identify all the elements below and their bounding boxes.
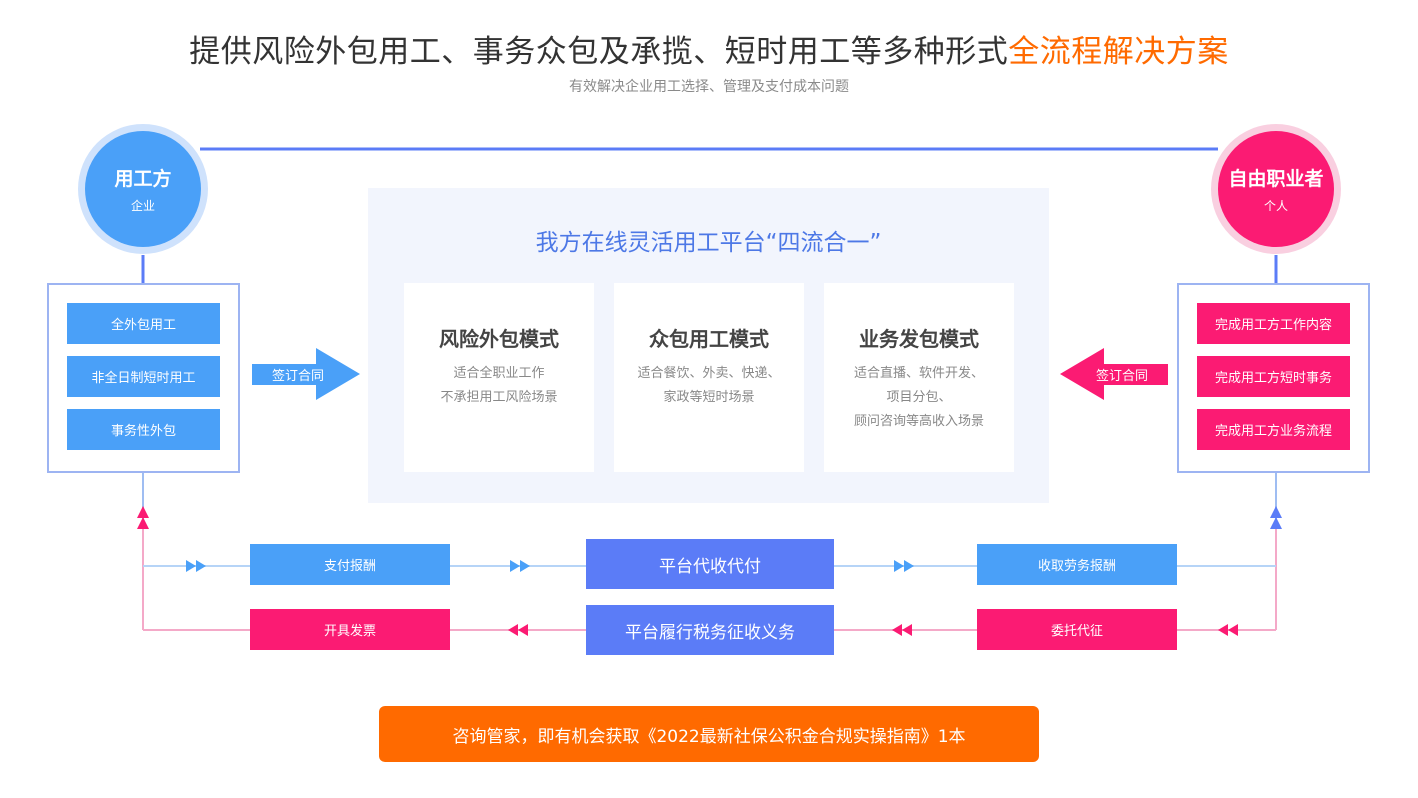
flow-invoice: 开具发票 <box>250 609 450 650</box>
freelancer-circle: 自由职业者 个人 <box>1218 131 1334 247</box>
page-title: 提供风险外包用工、事务众包及承揽、短时用工等多种形式全流程解决方案 <box>0 26 1418 71</box>
mode-card-crowd: 众包用工模式 适合餐饮、外卖、快递、 家政等短时场景 <box>614 283 804 472</box>
up-arrow-left-2 <box>137 517 149 529</box>
freelancer-contract-label: 签订合同 <box>1095 369 1148 384</box>
mode-card-desc-line: 适合餐饮、外卖、快递、 <box>637 366 781 381</box>
flow-pay: 支付报酬 <box>250 544 450 585</box>
invoice-flow-arrows <box>508 624 1238 636</box>
up-arrow-left-1 <box>137 506 149 518</box>
employer-item-2: 非全日制短时用工 <box>67 356 220 397</box>
freelancer-item-1: 完成用工方工作内容 <box>1197 303 1350 344</box>
mode-card-desc-line: 家政等短时场景 <box>663 390 755 405</box>
employer-item-3: 事务性外包 <box>67 409 220 450</box>
up-arrow-right-1 <box>1270 506 1282 518</box>
mode-card-desc-line: 不承担用工风险场景 <box>440 390 558 405</box>
page-subtitle: 有效解决企业用工选择、管理及支付成本问题 <box>569 79 849 95</box>
employer-sub: 企业 <box>130 199 155 213</box>
platform-title: 我方在线灵活用工平台“四流合一” <box>535 230 882 256</box>
mode-card-title: 业务发包模式 <box>859 327 979 351</box>
payment-flow-arrows <box>186 560 914 572</box>
employer-circle-halo: 用工方 企业 <box>78 124 208 254</box>
flow-receive: 收取劳务报酬 <box>977 544 1177 585</box>
mode-card-desc-line: 适合全职业工作 <box>453 366 545 381</box>
mode-card-desc-line: 项目分包、 <box>886 390 952 405</box>
employer-name: 用工方 <box>114 168 172 190</box>
mode-card-title: 众包用工模式 <box>649 327 769 351</box>
mode-card-business: 业务发包模式 适合直播、软件开发、 项目分包、 顾问咨询等高收入场景 <box>824 283 1014 472</box>
flow-tax: 平台履行税务征收义务 <box>586 605 834 655</box>
mode-card-desc-line: 顾问咨询等高收入场景 <box>853 414 984 429</box>
freelancer-circle-halo: 自由职业者 个人 <box>1211 124 1341 254</box>
freelancer-name: 自由职业者 <box>1228 168 1324 190</box>
mode-card-title: 风险外包模式 <box>439 327 559 351</box>
employer-contract-arrow <box>252 348 360 400</box>
flow-entrust: 委托代征 <box>977 609 1177 650</box>
employer-item-1: 全外包用工 <box>67 303 220 344</box>
employer-circle: 用工方 企业 <box>85 131 201 247</box>
up-arrow-right-2 <box>1270 517 1282 529</box>
freelancer-item-2: 完成用工方短时事务 <box>1197 356 1350 397</box>
freelancer-contract-arrow <box>1060 348 1168 400</box>
mode-card-desc-line: 适合直播、软件开发、 <box>853 366 984 381</box>
consult-cta-button[interactable]: 咨询管家，即有机会获取《2022最新社保公积金合规实操指南》1本 <box>379 706 1039 762</box>
title-highlight: 全流程解决方案 <box>1008 34 1229 70</box>
mode-card-risk: 风险外包模式 适合全职业工作 不承担用工风险场景 <box>404 283 594 472</box>
employer-contract-label: 签订合同 <box>271 369 324 384</box>
freelancer-item-3: 完成用工方业务流程 <box>1197 409 1350 450</box>
title-main: 提供风险外包用工、事务众包及承揽、短时用工等多种形式 <box>189 34 1009 70</box>
freelancer-sub: 个人 <box>1263 199 1288 213</box>
flow-collect-pay: 平台代收代付 <box>586 539 834 589</box>
